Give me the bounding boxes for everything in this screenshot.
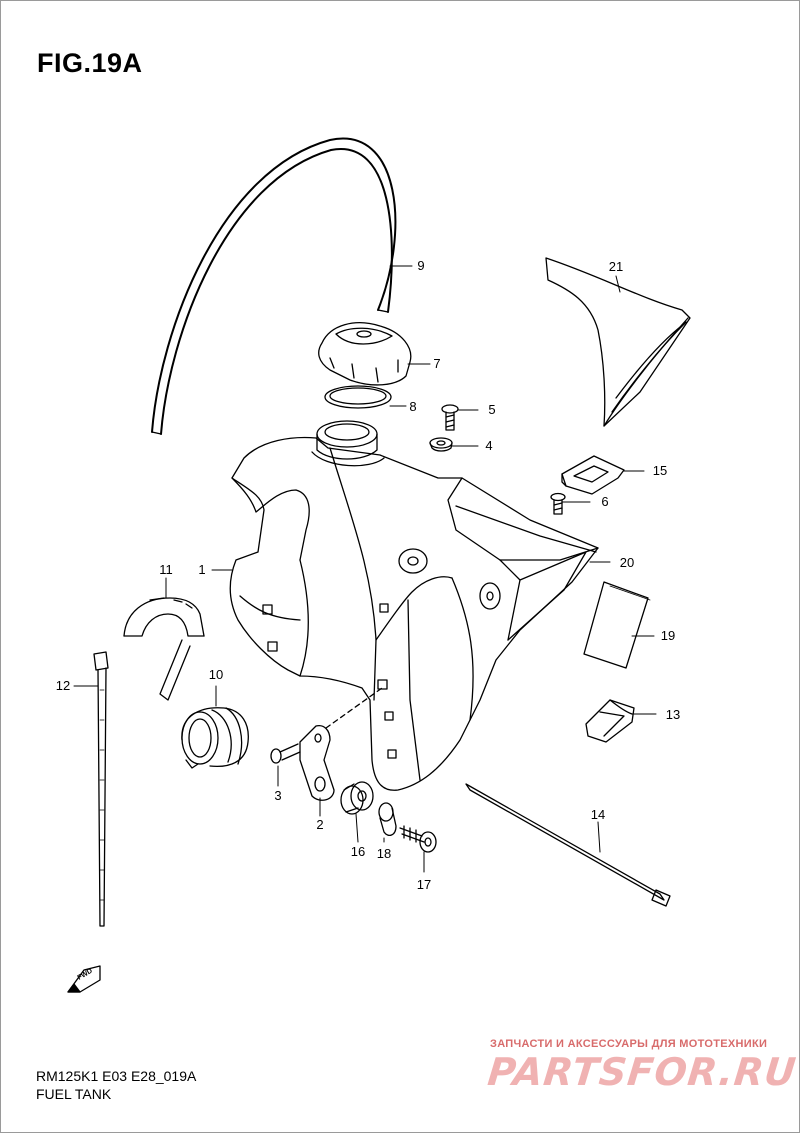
callout-3: 3 [274, 788, 282, 803]
callout-14: 14 [590, 807, 606, 822]
breather-hose-drawing [151, 137, 397, 435]
callout-15: 15 [652, 463, 668, 478]
fuel-tank-drawing [229, 420, 599, 791]
cable-tie-14-drawing [465, 783, 671, 907]
tank-cushion-drawing [123, 597, 205, 701]
cap-gasket-drawing [324, 385, 392, 409]
screw-5-drawing [441, 404, 459, 431]
cushion-pad-drawing [585, 699, 635, 743]
washer-drawing [429, 437, 453, 452]
mount-bolt-drawing [399, 825, 437, 853]
holder-drawing [561, 455, 625, 495]
callout-7: 7 [433, 356, 441, 371]
collar-drawing [378, 802, 397, 837]
callout-10: 10 [208, 667, 224, 682]
tank-bracket-drawing [299, 724, 335, 801]
watermark-logo: PARTSFOR.RU [485, 1050, 799, 1094]
cable-tie-12-drawing [93, 651, 109, 927]
callout-18: 18 [376, 846, 392, 861]
watermark-tagline: ЗАПЧАСТИ И АКСЕССУАРЫ ДЛЯ МОТОТЕХНИКИ [490, 1038, 768, 1050]
screw-6-drawing [550, 492, 566, 515]
cushion-ring-drawing [181, 707, 249, 769]
leader-lines [73, 265, 657, 873]
grommet-drawing [340, 781, 374, 815]
callout-21: 21 [608, 259, 624, 274]
callout-8: 8 [409, 399, 417, 414]
callout-16: 16 [350, 844, 366, 859]
callout-12: 12 [55, 678, 71, 693]
callout-17: 17 [416, 877, 432, 892]
callout-6: 6 [601, 494, 609, 509]
pad-drawing [583, 581, 651, 669]
bracket-bolt-drawing [270, 743, 301, 764]
callout-5: 5 [488, 402, 496, 417]
fuel-cap-drawing [318, 322, 412, 386]
figure-title: FIG.19A [37, 48, 143, 78]
callout-4: 4 [485, 438, 493, 453]
model-code: RM125K1 E03 E28_019A [36, 1068, 197, 1084]
section-name: FUEL TANK [36, 1086, 112, 1102]
assembly-line [325, 687, 383, 729]
callout-13: 13 [665, 707, 681, 722]
fwd-arrow-icon: FWD [67, 965, 101, 993]
shroud-deflector-drawing [545, 257, 691, 427]
callout-11: 11 [159, 562, 173, 577]
callout-9: 9 [417, 258, 425, 273]
callout-1: 1 [198, 562, 206, 577]
callout-2: 2 [316, 817, 324, 832]
callout-19: 19 [660, 628, 676, 643]
callout-20: 20 [619, 555, 635, 570]
